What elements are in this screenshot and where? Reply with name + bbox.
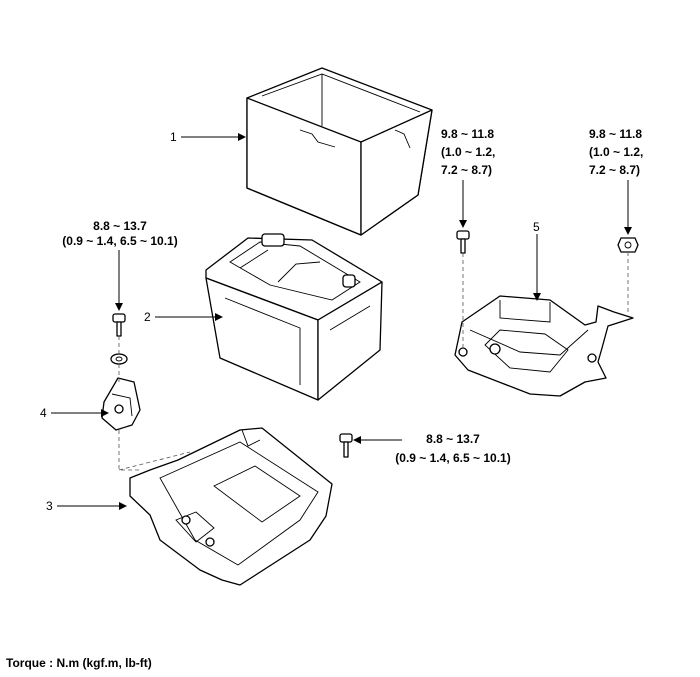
svg-text:7.2 ~ 8.7): 7.2 ~ 8.7) — [589, 163, 640, 177]
assembly-guide-lines — [118, 252, 629, 471]
torque-unit-note: Torque : N.m (kgf.m, lb-ft) — [6, 656, 152, 670]
bolt-left — [112, 313, 126, 337]
svg-text:(0.9 ~ 1.4, 6.5 ~ 10.1): (0.9 ~ 1.4, 6.5 ~ 10.1) — [62, 234, 177, 248]
torque-spec-right-b: 9.8 ~ 11.8 (1.0 ~ 1.2, 7.2 ~ 8.7) — [589, 127, 643, 177]
callout-2: 2 — [144, 310, 151, 324]
svg-text:7.2 ~ 8.7): 7.2 ~ 8.7) — [441, 163, 492, 177]
svg-text:(1.0 ~ 1.2,: (1.0 ~ 1.2, — [589, 145, 643, 159]
callout-5: 5 — [533, 220, 540, 234]
bolt-right-a — [456, 230, 470, 254]
svg-text:(0.9 ~ 1.4, 6.5 ~ 10.1): (0.9 ~ 1.4, 6.5 ~ 10.1) — [395, 451, 510, 465]
torque-spec-left-upper: 8.8 ~ 13.7 (0.9 ~ 1.4, 6.5 ~ 10.1) — [62, 219, 177, 248]
svg-text:(1.0 ~ 1.2,: (1.0 ~ 1.2, — [441, 145, 495, 159]
callout-1: 1 — [170, 130, 177, 144]
torque-spec-right-a: 9.8 ~ 11.8 (1.0 ~ 1.2, 7.2 ~ 8.7) — [441, 127, 495, 177]
callout-3: 3 — [46, 499, 53, 513]
torque-spec-center-lower: 8.8 ~ 13.7 (0.9 ~ 1.4, 6.5 ~ 10.1) — [395, 432, 510, 465]
washer — [110, 353, 128, 365]
svg-text:8.8 ~ 13.7: 8.8 ~ 13.7 — [93, 219, 147, 233]
battery-cover — [246, 67, 433, 236]
battery-bracket — [454, 295, 634, 397]
battery-tray — [129, 427, 333, 586]
svg-text:8.8 ~ 13.7: 8.8 ~ 13.7 — [426, 432, 480, 446]
hold-down-clamp — [101, 377, 141, 431]
svg-text:9.8 ~ 11.8: 9.8 ~ 11.8 — [441, 127, 494, 141]
svg-text:9.8 ~ 11.8: 9.8 ~ 11.8 — [589, 127, 642, 141]
battery — [205, 233, 383, 401]
nut-right-b — [617, 237, 639, 253]
callout-4: 4 — [40, 406, 47, 420]
bolt-center — [339, 433, 353, 458]
